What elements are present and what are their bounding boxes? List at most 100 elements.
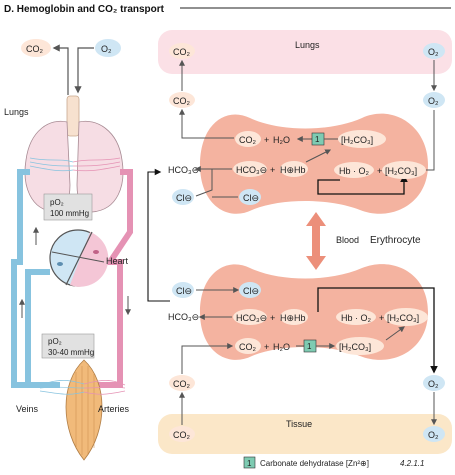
tissue-band [158, 414, 452, 454]
h2co3-lower-bubble [384, 308, 428, 326]
co2-tissue-mid-bubble [169, 375, 195, 391]
tissue-capillaries [39, 380, 126, 395]
co2-upper-bubble [235, 131, 261, 147]
figure-title: D. Hemoglobin and CO₂ transport [4, 4, 165, 15]
hb-deoxy-loop-lower [317, 287, 438, 374]
footnote-enzyme-box [243, 456, 256, 469]
po2-lung-value: 100 mmHg [50, 209, 89, 218]
cl-outside-upper-bubble [172, 189, 194, 205]
po2-tissue-value: 30-40 mmHg [48, 348, 94, 357]
blood-exchange-arrow [306, 212, 326, 270]
lungs-band [158, 30, 452, 74]
hb-o2-upper-bubble [334, 162, 374, 178]
heart-valve-2 [93, 250, 99, 254]
po2-lung-box [43, 193, 93, 221]
po2-tissue-label: pO₂ [48, 337, 62, 346]
h2co3-upper-label: [H₂CO₃] [341, 135, 373, 145]
footnote-text: Carbonate dehydratase [Zn²⊕] [260, 459, 369, 468]
trachea [66, 95, 80, 137]
cl-outside-upper-label: Cl⊖ [176, 193, 192, 203]
heart-septum [65, 231, 93, 286]
o2-tissue-out-label: O₂ [428, 430, 439, 440]
plus-lower-2: + [379, 313, 384, 323]
lung-capillaries [29, 157, 121, 172]
hco3-inside-upper-bubble [233, 161, 267, 177]
lungs-label-left: Lungs [4, 107, 29, 117]
veins-label: Veins [16, 404, 39, 414]
o2-label-top-left: O₂ [101, 44, 112, 54]
footnote-enzyme-num: 1 [247, 459, 252, 468]
hb-o2-lower-bubble [336, 309, 376, 325]
co2-lower-label: CO₂ [239, 342, 257, 352]
po2-lung-label: pO₂ [50, 198, 64, 207]
co2-lower-bubble [235, 338, 261, 354]
co2-bubble-top-left [21, 39, 51, 57]
hco3-outside-lower: HCO₃⊖ [168, 312, 199, 322]
co2-tissue-in-bubble [169, 426, 195, 442]
erythrocyte-label: Erythrocyte [370, 235, 421, 246]
co2-tissue-in-label: CO₂ [173, 430, 191, 440]
cl-outside-lower-label: Cl⊖ [176, 286, 192, 296]
o2-inhale-arrow [74, 47, 94, 94]
o2-lungs-mid-label: O₂ [428, 96, 439, 106]
co2-lungs-mid-bubble [169, 92, 195, 108]
co2-label-top-left: CO₂ [26, 44, 44, 54]
enzyme-num-lower: 1 [307, 342, 312, 351]
vein-vessel [11, 169, 60, 388]
o2-binding-loop-upper [317, 174, 408, 195]
o2-tissue-mid-bubble [423, 375, 445, 391]
co2-exit-cell-arrow [179, 108, 234, 139]
o2-tissue-mid-label: O₂ [428, 379, 439, 389]
hco3-transport-arrow [147, 168, 170, 302]
o2-lungs-in-label: O₂ [428, 47, 439, 57]
artery-vessel [95, 169, 133, 388]
co2-exhale-arrow [52, 44, 69, 95]
lungs-reactions: CO₂ CO₂ O₂ O₂ CO₂ + H₂O 1 [H₂CO₃] HCO₃⊖ … [168, 43, 445, 205]
h2co3-upper-bubble [338, 130, 386, 148]
co2-lungs-mid-label: CO₂ [173, 96, 191, 106]
h2co3-lower2-label: [H₂CO₃] [339, 342, 371, 352]
h2co3-lower2-bubble [336, 337, 384, 355]
hco3-inside-lower-bubble [233, 309, 267, 325]
h-hb-upper-label: H⊕Hb [280, 165, 306, 175]
plus-upper-1: + [264, 135, 269, 145]
muscle-fibers [75, 366, 95, 455]
tissue-reactions: Cl⊖ Cl⊖ HCO₃⊖ HCO₃⊖ + H⊕Hb Hb · O₂ + [H₂… [168, 282, 445, 442]
h2o-lower-label: H₂O [273, 342, 290, 352]
plus-lower-1: + [270, 313, 275, 323]
blood-label: Blood [336, 235, 359, 245]
co2-lungs-out-label: CO₂ [173, 47, 191, 57]
cl-inside-lower-bubble [239, 282, 261, 298]
co2-tissue-mid-label: CO₂ [173, 379, 191, 389]
h-hb-lower-label: H⊕Hb [280, 313, 306, 323]
tissue-band-label: Tissue [286, 419, 312, 429]
hco3-outside-upper: HCO₃⊖ [168, 165, 199, 175]
po2-tissue-box [41, 333, 95, 359]
o2-lungs-in-bubble [423, 43, 445, 59]
heart-label: Heart [106, 256, 129, 266]
hb-o2-lower-label: Hb · O₂ [341, 313, 372, 323]
vein-return [25, 269, 60, 388]
co2-enter-cell-arrow [181, 343, 234, 374]
h2co3-upper2-bubble [382, 161, 426, 179]
co2-upper-label: CO₂ [239, 135, 257, 145]
circulation-schematic: CO₂ O₂ Lungs pO₂ 100 mmHg [4, 39, 133, 461]
footnote-ec: 4.2.1.1 [400, 459, 424, 468]
o2-lungs-mid-bubble [423, 92, 445, 108]
hco3-inside-lower-label: HCO₃⊖ [236, 313, 267, 323]
plus-lower-3: + [264, 342, 269, 352]
cl-outside-lower-bubble [172, 282, 194, 298]
h-hb-upper-bubble [280, 161, 308, 177]
lungs-band-label: Lungs [295, 40, 320, 50]
arteries-label: Arteries [98, 404, 130, 414]
cl-inside-upper-bubble [239, 189, 261, 205]
h2o-upper-label: H₂O [273, 135, 290, 145]
heart-valve-line [51, 251, 105, 263]
plus-upper-3: + [377, 166, 382, 176]
cl-inside-upper-label: Cl⊖ [243, 193, 259, 203]
h-hb-to-h2co3-arrow [305, 149, 332, 163]
cl-inside-lower-label: Cl⊖ [243, 286, 259, 296]
h2co3-upper2-label: [H₂CO₃] [385, 166, 417, 176]
o2-tissue-out-bubble [423, 426, 445, 442]
